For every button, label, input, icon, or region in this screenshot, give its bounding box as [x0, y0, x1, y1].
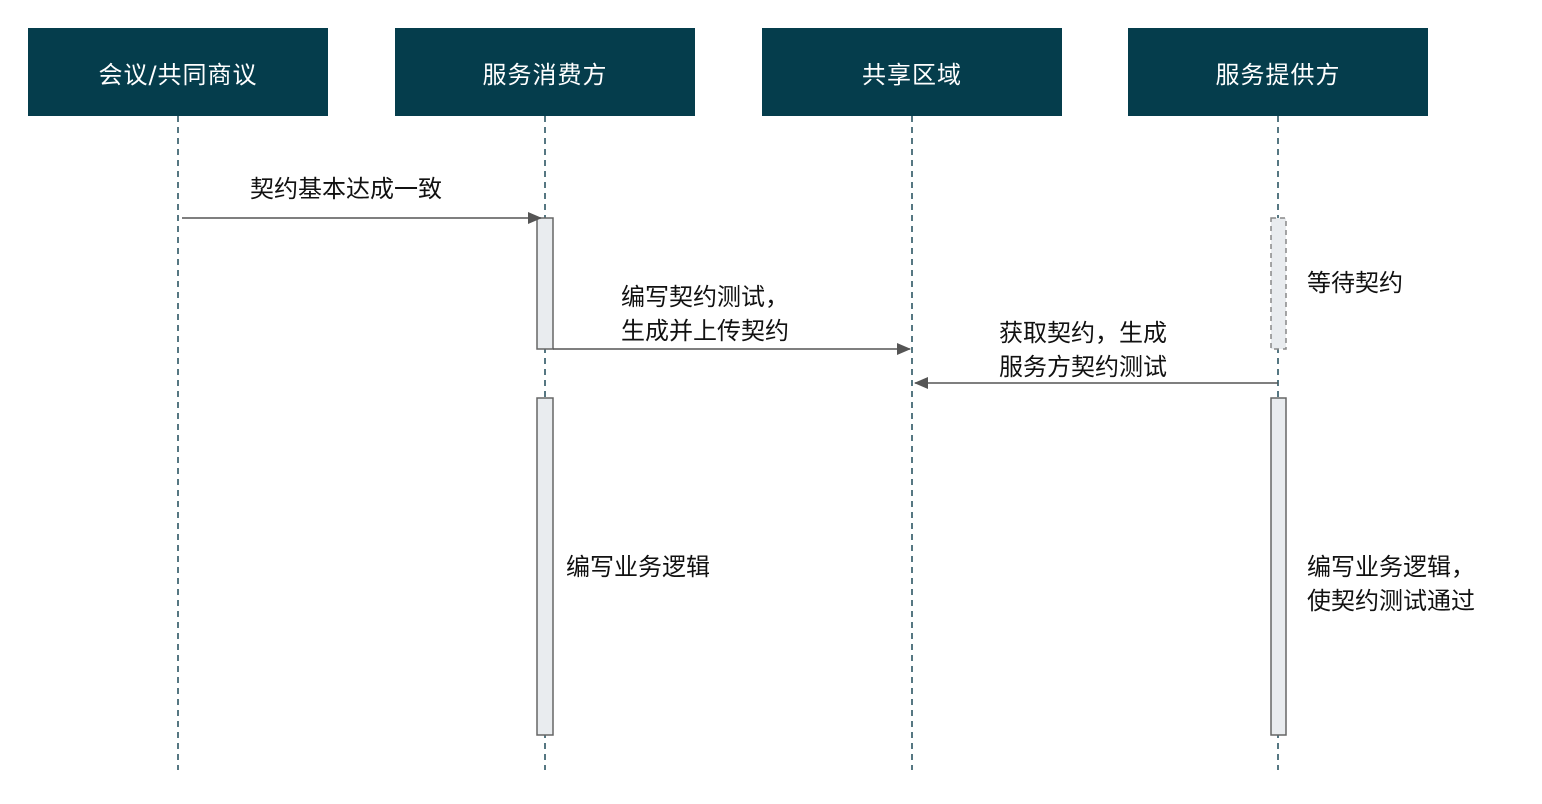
participant-consumer: 服务消费方: [395, 28, 695, 116]
activation-consumer-business: [536, 397, 554, 736]
activation-provider-waiting: [1270, 217, 1287, 350]
note-provider-business-line-2: 使契约测试通过: [1307, 587, 1475, 615]
message-upload-line-1: 编写契约测试，: [621, 283, 789, 311]
message-agreement-line-1: 契约基本达成一致: [250, 175, 442, 203]
message-label-fetch-contract: 获取契约，生成 服务方契约测试: [999, 316, 1167, 384]
participant-shared-label: 共享区域: [862, 60, 962, 89]
activation-provider-business: [1270, 397, 1287, 736]
message-label-upload-contract: 编写契约测试， 生成并上传契约: [621, 280, 789, 348]
participant-meeting: 会议/共同商议: [28, 28, 328, 116]
participant-provider: 服务提供方: [1128, 28, 1428, 116]
note-provider-business-line-1: 编写业务逻辑，: [1307, 553, 1475, 581]
note-provider-business: 编写业务逻辑， 使契约测试通过: [1307, 550, 1475, 618]
activation-consumer-contract: [536, 217, 554, 350]
message-fetch-line-1: 获取契约，生成: [999, 319, 1167, 347]
participant-meeting-label: 会议/共同商议: [98, 60, 258, 89]
note-consumer-business-line-1: 编写业务逻辑: [566, 553, 710, 581]
participant-shared: 共享区域: [762, 28, 1062, 116]
note-consumer-business: 编写业务逻辑: [566, 550, 710, 584]
message-label-agreement: 契约基本达成一致: [250, 172, 442, 206]
note-waiting-contract: 等待契约: [1307, 266, 1403, 300]
message-fetch-line-2: 服务方契约测试: [999, 353, 1167, 381]
note-waiting-line-1: 等待契约: [1307, 269, 1403, 297]
participant-consumer-label: 服务消费方: [482, 60, 608, 89]
message-upload-line-2: 生成并上传契约: [621, 317, 789, 345]
participant-provider-label: 服务提供方: [1215, 60, 1341, 89]
